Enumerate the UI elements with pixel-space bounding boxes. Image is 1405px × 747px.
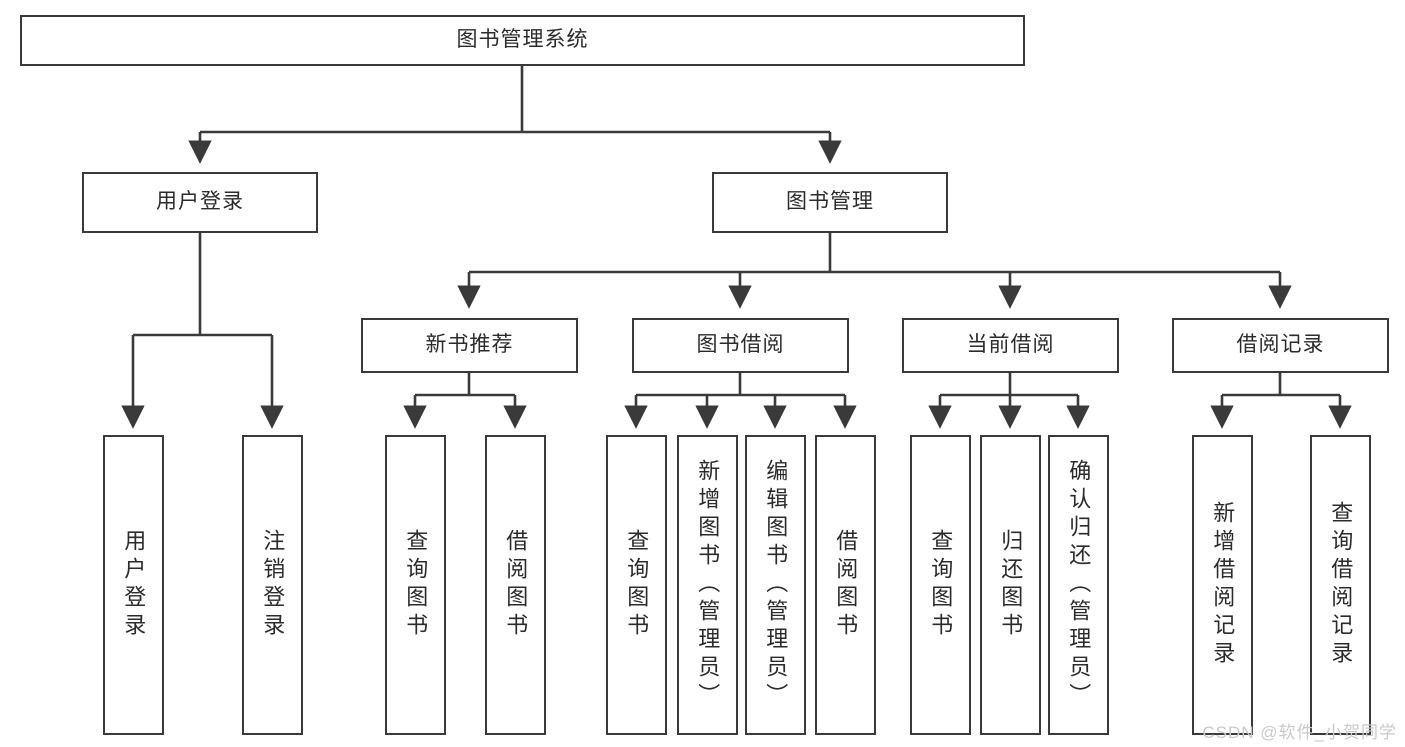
leaf-query-borrow-record-label: 查询借阅记录 <box>1328 501 1354 669</box>
leaf-borrow-book-recommend[interactable]: 借阅图书 <box>485 435 546 735</box>
leaf-user-login[interactable]: 用户登录 <box>103 435 164 735</box>
leaf-borrow-book[interactable]: 借阅图书 <box>815 435 876 735</box>
leaf-logout[interactable]: 注销登录 <box>242 435 303 735</box>
leaf-edit-book-admin-label: 编辑图书（管理员） <box>763 459 789 711</box>
leaf-query-book-current[interactable]: 查询图书 <box>910 435 971 735</box>
node-new-book-recommend-label: 新书推荐 <box>425 333 514 357</box>
node-root[interactable]: 图书管理系统 <box>20 15 1025 66</box>
node-current-borrow[interactable]: 当前借阅 <box>902 318 1119 373</box>
leaf-logout-label: 注销登录 <box>260 529 286 641</box>
node-book-borrow-label: 图书借阅 <box>696 333 785 357</box>
leaf-borrow-book-recommend-label: 借阅图书 <box>503 529 529 641</box>
node-new-book-recommend[interactable]: 新书推荐 <box>361 318 578 373</box>
leaf-add-borrow-record[interactable]: 新增借阅记录 <box>1192 435 1253 735</box>
node-user-login-label: 用户登录 <box>156 190 244 214</box>
node-borrow-records[interactable]: 借阅记录 <box>1172 318 1389 373</box>
leaf-confirm-return-admin-label: 确认归还（管理员） <box>1066 459 1092 711</box>
watermark: CSDN @软件_小贺同学 <box>1202 723 1397 742</box>
leaf-add-book-admin[interactable]: 新增图书（管理员） <box>677 435 738 735</box>
leaf-return-book[interactable]: 归还图书 <box>980 435 1041 735</box>
leaf-query-book-recommend-label: 查询图书 <box>403 529 429 641</box>
leaf-add-borrow-record-label: 新增借阅记录 <box>1210 501 1236 669</box>
leaf-query-borrow-record[interactable]: 查询借阅记录 <box>1310 435 1371 735</box>
leaf-query-book-borrow[interactable]: 查询图书 <box>606 435 667 735</box>
leaf-edit-book-admin[interactable]: 编辑图书（管理员） <box>745 435 806 735</box>
node-book-borrow[interactable]: 图书借阅 <box>632 318 849 373</box>
leaf-query-book-recommend[interactable]: 查询图书 <box>385 435 446 735</box>
leaf-add-book-admin-label: 新增图书（管理员） <box>695 459 721 711</box>
node-borrow-records-label: 借阅记录 <box>1236 333 1325 357</box>
leaf-borrow-book-label: 借阅图书 <box>833 529 859 641</box>
node-user-login[interactable]: 用户登录 <box>82 172 318 233</box>
node-current-borrow-label: 当前借阅 <box>966 333 1055 357</box>
node-root-label: 图书管理系统 <box>456 28 589 52</box>
leaf-query-book-borrow-label: 查询图书 <box>624 529 650 641</box>
leaf-return-book-label: 归还图书 <box>998 529 1024 641</box>
leaf-user-login-label: 用户登录 <box>121 529 147 641</box>
node-book-management[interactable]: 图书管理 <box>712 172 948 233</box>
node-book-management-label: 图书管理 <box>786 190 874 214</box>
leaf-query-book-current-label: 查询图书 <box>928 529 954 641</box>
leaf-confirm-return-admin[interactable]: 确认归还（管理员） <box>1048 435 1109 735</box>
